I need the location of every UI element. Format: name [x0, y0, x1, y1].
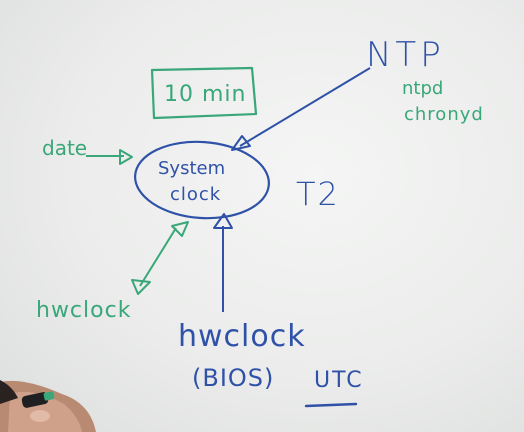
ntp-arrow-head [231, 135, 251, 151]
hwclock-bottom-arrow-head [213, 213, 233, 229]
clock-label: clock [170, 184, 222, 205]
hwclock-bottom-label: hwclock [178, 319, 306, 354]
hwclock-left-arrow-line [139, 227, 177, 287]
date-label: date [42, 136, 88, 160]
system-label: System [158, 158, 226, 179]
t2-label: T2 [296, 175, 340, 213]
hwclock-left-arrow-head-bottom [131, 279, 151, 295]
ntp-label: NTP [366, 35, 445, 75]
utc-underline [304, 402, 358, 408]
date-arrow-head [119, 149, 133, 165]
system-clock-ellipse [134, 140, 270, 220]
bios-label: (BIOS) [192, 364, 275, 392]
ten-min-box [150, 66, 258, 120]
hwclock-left-arrow-head-top [171, 221, 189, 237]
chronyd-label: chronyd [404, 104, 484, 125]
ntpd-label: ntpd [402, 78, 444, 99]
presenter-hand [0, 380, 96, 432]
ten-min-label: 10 min [164, 82, 247, 107]
hwclock-left-label: hwclock [36, 298, 132, 323]
ntp-arrow-line [239, 67, 371, 147]
utc-label: UTC [314, 368, 364, 393]
